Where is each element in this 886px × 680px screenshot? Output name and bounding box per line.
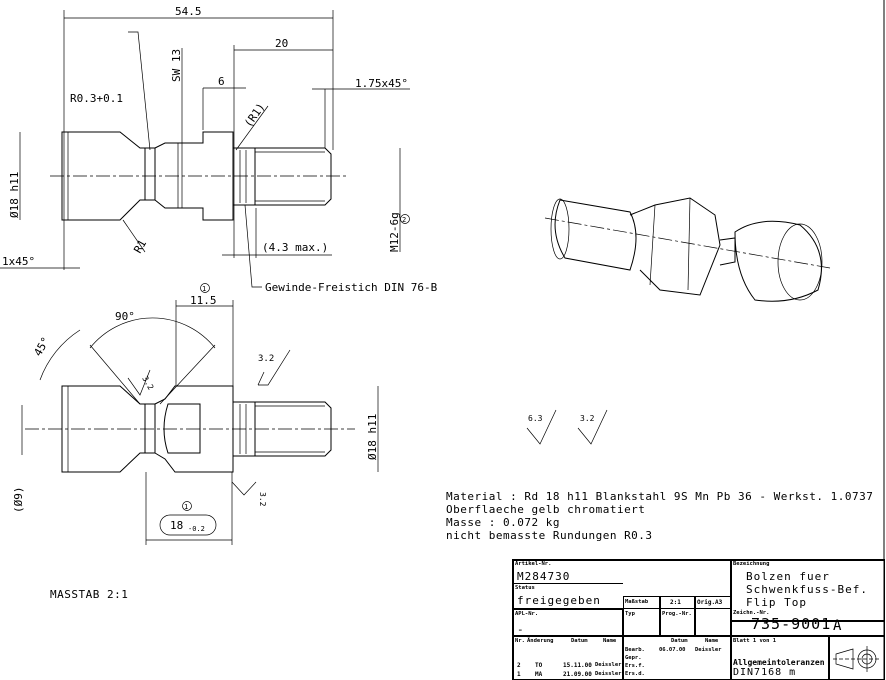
- header-nr: Nr.: [515, 638, 525, 644]
- undercut: [233, 147, 256, 206]
- artikel-label: Artikel-Nr.: [515, 561, 552, 567]
- artikel-number: M284730: [517, 570, 571, 583]
- dim-hex-length: 6: [218, 75, 225, 88]
- dim-left-chamfer: 1x45°: [2, 255, 35, 268]
- dim-diameter-bottom: Ø18 h11: [366, 414, 379, 460]
- gepr-label: Gepr.: [625, 655, 642, 661]
- dim-angle-45: 45°: [31, 335, 52, 359]
- dim-18-tolerance: -0.2: [188, 525, 205, 533]
- note-material: Material : Rd 18 h11 Blankstahl 9S Mn Pb…: [446, 490, 874, 503]
- rev-1-name: Deissler: [595, 671, 622, 677]
- note-surface: Oberflaeche gelb chromatiert: [446, 503, 646, 516]
- status-value: freigegeben: [517, 594, 601, 607]
- title-block: Artikel-Nr. M284730 Status freigegeben M…: [512, 559, 885, 680]
- bezeichnung-line-3: Flip Top: [746, 596, 807, 609]
- dim-angle-90: 90°: [115, 310, 135, 323]
- dim-across-flats: SW 13: [170, 49, 183, 82]
- rev-2-change: TO: [535, 662, 543, 669]
- dim-radius-paren: (R1): [242, 101, 268, 130]
- typ-label: Typ: [625, 611, 635, 617]
- roughness-b: 3.2: [258, 354, 274, 364]
- note-radii: nicht bemasste Rundungen R0.3: [446, 529, 653, 542]
- header-name: Name: [603, 638, 617, 644]
- zeichn-label: Zeichn.-Nr.: [733, 610, 770, 616]
- rev-1-nr: 1: [517, 671, 521, 678]
- rev-2-name: Deissler: [595, 662, 622, 668]
- bezeichnung-line-1: Bolzen fuer: [746, 570, 830, 583]
- drawing-number: 735-9001: [751, 615, 832, 633]
- ersf-label: Ers.f.: [625, 663, 645, 669]
- dim-11-5: 11.5: [190, 294, 217, 307]
- dim-diameter-9: (Ø9): [12, 487, 25, 514]
- header-datum: Datum: [571, 638, 588, 644]
- hex-collar: [154, 131, 234, 221]
- roughness-c: 3.2: [258, 492, 267, 507]
- massstab-label: Maßstab: [625, 599, 649, 605]
- tolerance-line-1: Allgemeintoleranzen: [733, 658, 825, 667]
- dim-undercut-length: (4.3 max.): [262, 241, 328, 254]
- groove: [144, 147, 156, 201]
- blatt-label: Blatt 1 von 1: [733, 638, 777, 644]
- ersd-label: Ers.d.: [625, 671, 645, 677]
- scale-label: MASSTAB 2:1: [50, 588, 129, 601]
- prog-label: Prog.-Nr.: [662, 611, 692, 617]
- dim-diameter: Ø18 h11: [8, 172, 21, 218]
- header-aenderung: Änderung: [527, 638, 554, 644]
- apl-label: APL-Nr.: [515, 611, 539, 617]
- bearb-label: Bearb.: [625, 647, 645, 653]
- apl-value: -: [517, 623, 525, 636]
- orig-format: Orig.A3: [697, 599, 723, 606]
- status-label: Status: [515, 585, 535, 591]
- side-view: 54.5 20 6 1.75x45° R0.3+0.1 SW 13 (R1) R…: [0, 5, 438, 294]
- thread-note-marker: 2: [402, 216, 406, 224]
- tolerance-line-2: DIN7168 m: [733, 667, 797, 678]
- name-label: Name: [705, 638, 719, 644]
- dim-radius: R1: [131, 238, 149, 256]
- dim-overall: 54.5: [175, 5, 202, 18]
- dim-groove-radius: R0.3+0.1: [70, 92, 123, 105]
- bottom-view: 1 11.5 90° 45° 3.2 3.2 3.2 Ø18 h11 (Ø9) …: [12, 283, 379, 545]
- bearb-datum: 06.07.00: [659, 647, 686, 653]
- dim-thread: M12-6g: [388, 212, 401, 252]
- rev-2-date: 15.11.00: [563, 662, 592, 669]
- surface-symbol-6-3: 6.3: [528, 414, 543, 423]
- revision-letter: A: [833, 618, 843, 634]
- marker-1b: 1: [184, 503, 188, 511]
- isometric-view: [544, 197, 831, 302]
- projection-symbol-icon: [833, 646, 881, 672]
- massstab-value: 2:1: [670, 599, 681, 606]
- datum-label: Datum: [671, 638, 688, 644]
- dim-thread-length: 20: [275, 37, 288, 50]
- bezeichnung-line-2: Schwenkfuss-Bef.: [746, 583, 868, 596]
- rev-2-nr: 2: [517, 662, 521, 669]
- note-mass: Masse : 0.072 kg: [446, 516, 560, 529]
- bezeichnung-label: Bezeichnung: [733, 561, 770, 567]
- thread: [255, 147, 332, 206]
- bearb-name: Deissler: [695, 647, 722, 653]
- surface-symbol-3-2: 3.2: [580, 414, 595, 423]
- undercut-note: Gewinde-Freistich DIN 76-B: [265, 281, 438, 294]
- dim-chamfer: 1.75x45°: [355, 77, 408, 90]
- dim-18: 18: [170, 519, 183, 532]
- marker-1: 1: [202, 285, 206, 293]
- surface-symbols: 6.3 3.2: [526, 409, 608, 445]
- rev-1-change: MA: [535, 671, 543, 678]
- material-notes: Material : Rd 18 h11 Blankstahl 9S Mn Pb…: [446, 490, 873, 542]
- rev-1-date: 21.09.00: [563, 671, 592, 678]
